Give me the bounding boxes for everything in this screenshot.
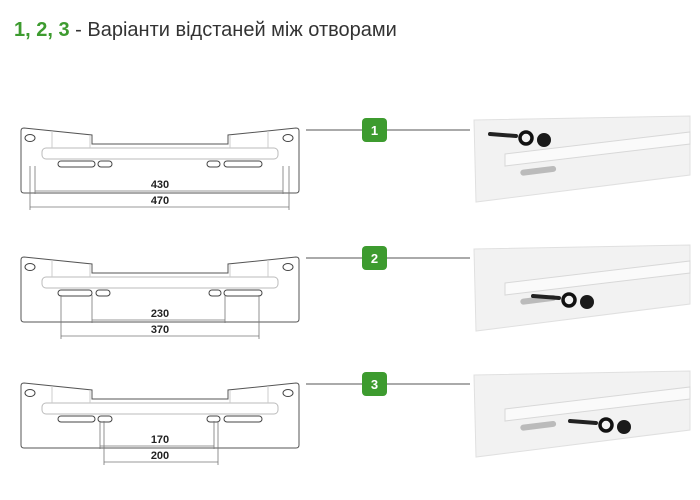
bolt-icon [488,132,518,138]
mount-hole-right [282,389,294,397]
photo-plate [473,244,691,332]
bracket-rail [41,402,279,415]
bracket-ribs [51,260,269,277]
mount-hole-right [282,263,294,271]
dimension-label-inner: 230 [151,308,169,320]
nut-icon [617,420,631,434]
dimension-label-outer: 200 [151,450,169,462]
bolt-icon [531,294,561,300]
washer-icon [518,130,534,146]
bracket-photo-2 [473,244,691,332]
bracket-rail [41,276,279,289]
photo-rail [504,386,691,422]
bracket-slot [206,415,221,423]
variant-badge-3: 3 [362,372,387,396]
bracket-slot [57,289,93,297]
bracket-rail [41,147,279,160]
dimension-label-inner: 170 [151,434,169,446]
bracket-slot [57,160,96,168]
bolt-icon [568,419,598,425]
mount-hole-left [24,263,36,271]
nut-icon [537,133,551,147]
bracket-slot [95,289,111,297]
dimension-label-outer: 370 [151,324,169,336]
bracket-ribs [51,386,269,403]
mount-hole-left [24,389,36,397]
photo-slot [520,420,557,431]
bracket-photo-1 [473,115,691,203]
mount-hole-right [282,134,294,142]
bracket-slot [206,160,221,168]
bracket-slot [97,160,113,168]
dimension-label-outer: 470 [151,195,169,207]
bracket-slot [223,160,263,168]
bracket-slot [223,415,263,423]
bracket-slot [223,289,263,297]
title-numbers: 1, 2, 3 [14,19,70,41]
variant-badge-1: 1 [362,118,387,142]
photo-rail [504,131,691,167]
washer-icon [598,417,614,433]
nut-icon [580,295,594,309]
washer-icon [561,292,577,308]
bracket-slot [208,289,222,297]
photo-plate [473,115,691,203]
variant-badge-2: 2 [362,246,387,270]
bracket-photo-3 [473,370,691,458]
title-text: - Варіанти відстаней між отворами [75,19,397,41]
mount-hole-left [24,134,36,142]
photo-plate [473,370,691,458]
photo-slot [520,165,557,176]
page-title: 1, 2, 3 - Варіанти відстаней між отворам… [14,19,397,42]
bracket-slot [97,415,113,423]
dimension-label-inner: 430 [151,179,169,191]
photo-rail [504,260,691,296]
bracket-ribs [51,131,269,148]
bracket-slot [57,415,96,423]
